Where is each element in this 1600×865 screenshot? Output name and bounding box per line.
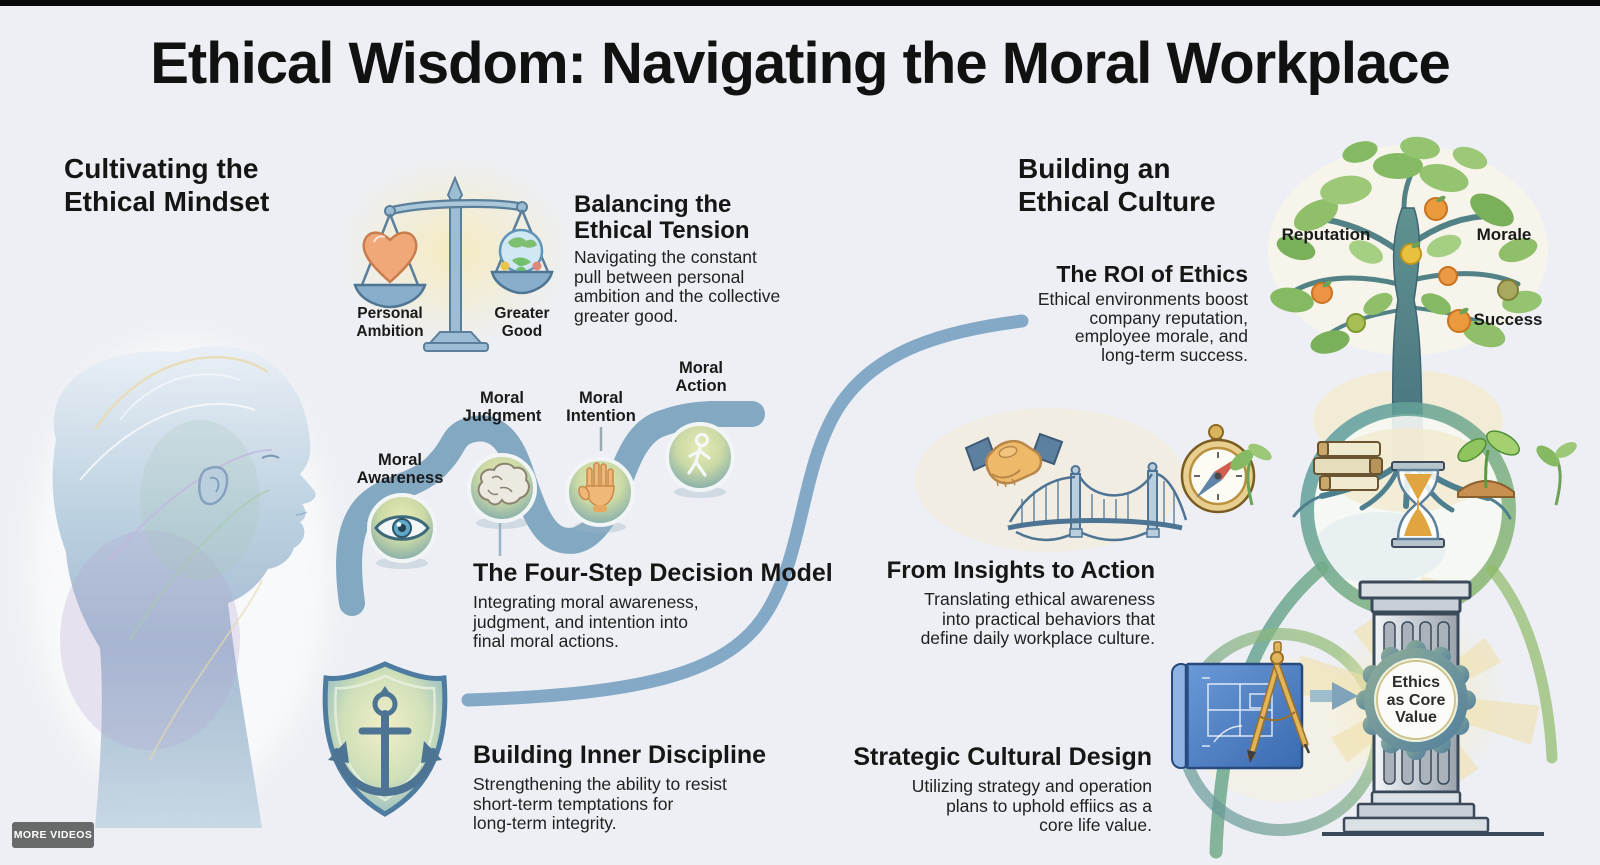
balance-scale-icon — [353, 175, 554, 352]
right-section-heading: Building an Ethical Culture — [1018, 153, 1216, 217]
brain-icon — [477, 462, 530, 506]
step-label-intention: Moral Intention — [566, 389, 636, 425]
step-label-judgment: Moral Judgment — [462, 389, 542, 425]
step-moral-action — [665, 422, 735, 498]
compass-icon — [1180, 424, 1256, 514]
hourglass-icon — [1391, 461, 1445, 548]
more-videos-button[interactable]: MORE VIDEOS — [12, 822, 94, 848]
inner-discipline-body: Strengthening the ability to resist shor… — [473, 774, 727, 833]
bridge-glow — [915, 408, 1185, 552]
roi-body: Ethical environments boost company reput… — [1037, 289, 1248, 365]
raised-hand-icon — [578, 462, 615, 512]
step-moral-judgment — [467, 453, 537, 529]
head-profile-illustration — [30, 340, 330, 828]
left-section-heading: Cultivating the Ethical Mindset — [64, 153, 270, 217]
anchor — [328, 686, 442, 796]
page-title: Ethical Wisdom: Navigating the Moral Wor… — [150, 31, 1451, 96]
reputation-label: Reputation — [1281, 225, 1371, 244]
step-moral-intention — [565, 457, 635, 533]
ear — [198, 465, 229, 506]
roi-heading: The ROI of Ethics — [1056, 261, 1248, 287]
insights-heading: From Insights to Action — [886, 557, 1155, 584]
heart-icon — [362, 231, 418, 284]
step-label-awareness: Moral Awareness — [356, 451, 444, 487]
leaves — [1270, 136, 1542, 354]
success-label: Success — [1473, 310, 1543, 329]
strategic-design-heading: Strategic Cultural Design — [853, 743, 1152, 771]
walking-person-icon — [687, 432, 711, 477]
fruits — [1311, 195, 1519, 333]
insight-curve — [461, 314, 1029, 707]
books-icon — [1313, 441, 1383, 491]
balancing-tension-body: Navigating the constant pull between per… — [574, 247, 781, 326]
step-moral-awareness — [367, 493, 437, 569]
ethics-badge — [1356, 640, 1476, 760]
step-label-action: Moral Action — [675, 359, 727, 395]
strategic-design-body: Utilizing strategy and operation plans t… — [911, 776, 1152, 835]
greater-good-label: Greater Good — [494, 305, 550, 340]
drafting-compass-icon — [1247, 641, 1311, 763]
shield-anchor-icon — [322, 661, 448, 817]
morale-label: Morale — [1476, 225, 1532, 244]
arrow-icon — [1310, 682, 1358, 710]
side-sprouts — [1230, 442, 1577, 506]
insights-body: Translating ethical awareness into pract… — [920, 589, 1155, 648]
eye-icon — [374, 515, 430, 541]
personal-ambition-label: Personal Ambition — [356, 305, 424, 340]
sprout-icon — [1457, 430, 1520, 498]
letterbox-top — [0, 0, 1600, 6]
inner-discipline-heading: Building Inner Discipline — [473, 741, 767, 769]
bridge-icon — [1007, 462, 1188, 542]
ethics-badge-label: Ethics as Core Value — [1386, 674, 1446, 726]
balancing-tension-heading: Balancing the Ethical Tension — [574, 191, 750, 244]
four-step-heading: The Four-Step Decision Model — [473, 559, 833, 587]
handshake-icon — [964, 432, 1064, 488]
four-step-body: Integrating moral awareness, judgment, a… — [473, 592, 699, 651]
